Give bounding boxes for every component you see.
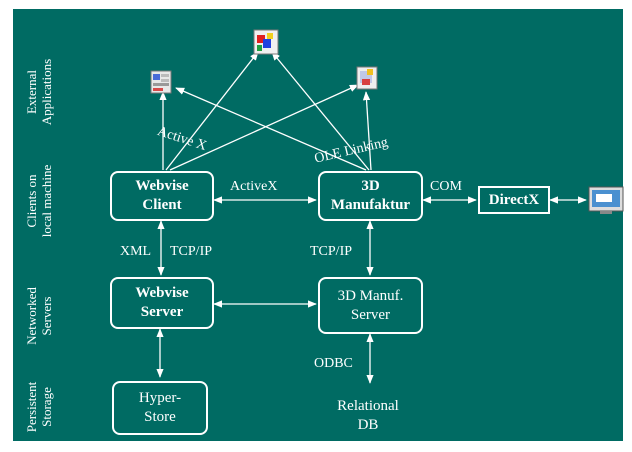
arrow-manufaktur-app-left bbox=[175, 87, 367, 171]
relational-db-label: Relational DB bbox=[337, 398, 399, 433]
arrow-manufaktur-app-right bbox=[362, 91, 372, 171]
diagram-canvas bbox=[13, 9, 623, 441]
com-label: COM bbox=[430, 179, 462, 194]
webvise-client-box: Webvise Client bbox=[110, 171, 214, 221]
layer-label-persistent: Persistent Storage bbox=[24, 381, 54, 433]
layer-label-clients: Clients on local machine bbox=[24, 164, 54, 238]
app-icon-left bbox=[150, 70, 172, 94]
arrow-manufaktur-app-center bbox=[271, 51, 370, 171]
webvise-server-box: Webvise Server bbox=[110, 277, 214, 329]
odbc-label: ODBC bbox=[314, 356, 353, 371]
directx-box: DirectX bbox=[478, 186, 550, 214]
hyperstore-box: Hyper- Store bbox=[112, 381, 208, 435]
tcpip-right-label: TCP/IP bbox=[310, 244, 353, 259]
app-icon-center bbox=[253, 29, 279, 55]
arrow-client-app-center bbox=[165, 51, 259, 171]
arrow-client-app-right bbox=[169, 84, 359, 171]
monitor-icon bbox=[588, 186, 624, 214]
manuf-server-box: 3D Manuf. Server bbox=[318, 277, 423, 334]
activex-label: ActiveX bbox=[230, 179, 278, 194]
xml-label: XML bbox=[120, 244, 152, 259]
app-icon-right bbox=[356, 66, 378, 90]
layer-label-networked: Networked Servers bbox=[24, 287, 54, 345]
tcpip-left-label: TCP/IP bbox=[170, 244, 213, 259]
manufaktur-box: 3D Manufaktur bbox=[318, 171, 423, 221]
layer-label-external: External Applications bbox=[24, 58, 54, 126]
